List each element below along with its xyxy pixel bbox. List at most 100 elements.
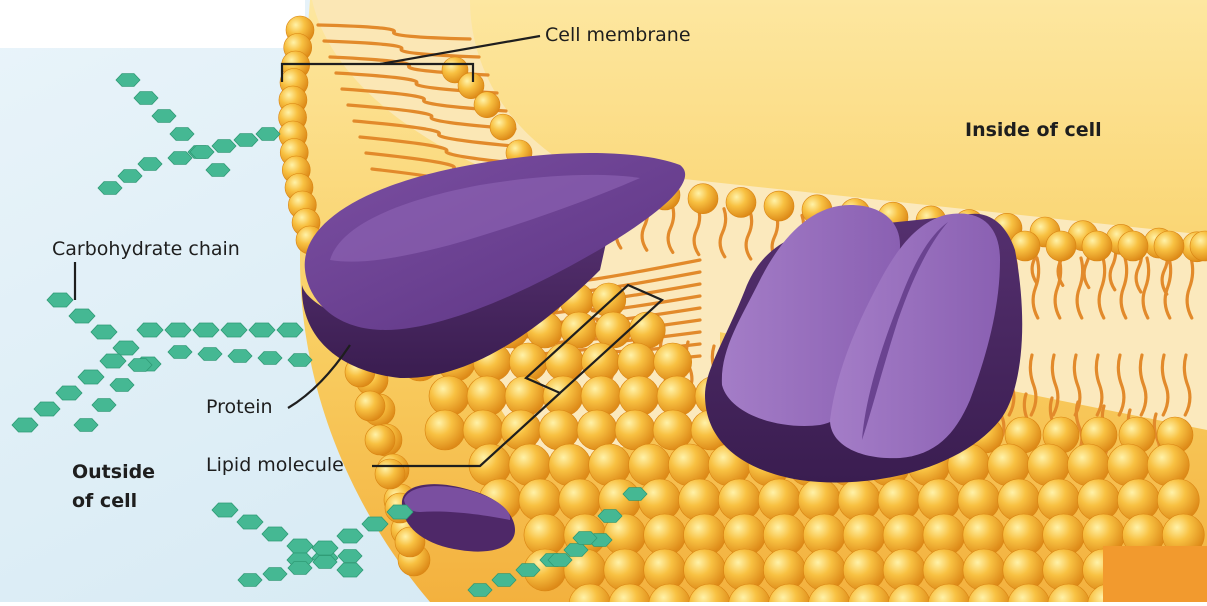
white-corner — [0, 0, 305, 48]
lipid-leader — [372, 392, 561, 468]
phospholipid-head — [1117, 230, 1149, 262]
carbohydrate-sugar — [361, 516, 389, 532]
carbohydrate-sugar — [262, 567, 288, 581]
cell-membrane-leader — [379, 34, 541, 66]
carbohydrate-sugar — [197, 347, 223, 361]
carbohydrate-sugar — [127, 358, 153, 372]
phospholipid-head — [628, 311, 666, 349]
carbohydrate-sugar — [136, 322, 164, 338]
carbohydrate-sugar — [205, 163, 231, 177]
phospholipid-head — [580, 375, 622, 417]
carbohydrate-sugar — [386, 504, 414, 520]
carbohydrate-sugar — [211, 139, 237, 153]
carbohydrate-sugar — [73, 418, 99, 432]
phospholipid-head — [581, 342, 620, 382]
carbohydrate-sugar — [137, 157, 163, 171]
protein-left-side — [301, 225, 610, 379]
carbohydrate-chain-label: Carbohydrate chain — [52, 238, 240, 260]
phospholipid-head — [618, 375, 660, 417]
carbohydrate-sugar — [164, 322, 192, 338]
phospholipid-head — [545, 342, 584, 382]
lipid-molecule-label: Lipid molecule — [206, 454, 344, 476]
lipid-tail — [1182, 353, 1192, 417]
carbohydrate-sugar — [211, 502, 239, 518]
lipid-tail — [1097, 256, 1107, 320]
lipid-tail — [1119, 256, 1129, 320]
protein-leader — [287, 344, 351, 409]
lipid-tail — [1031, 256, 1041, 320]
carbohydrate-sugar — [115, 73, 141, 87]
carbohydrate-sugar — [336, 562, 364, 578]
carbohydrate-sugar — [55, 385, 83, 401]
lipid-tail — [718, 207, 728, 259]
lipid-tail — [316, 23, 472, 41]
lipid-tail — [1075, 256, 1085, 320]
outside-of-cell-label: Outside of cell — [72, 458, 155, 516]
lipid-tail — [358, 135, 535, 167]
carbohydrate-sugar — [46, 292, 74, 308]
lipid-tail — [1141, 256, 1151, 320]
leader-lines — [73, 34, 664, 468]
phospholipid-head — [617, 342, 656, 382]
cell-membrane-label: Cell membrane — [545, 24, 691, 46]
phospholipid-head — [1153, 230, 1185, 262]
carbohydrate-sugar — [169, 127, 195, 141]
lipid-tail — [744, 209, 754, 261]
phospholipid-head — [1189, 230, 1207, 262]
phospholipid-head — [364, 424, 396, 456]
protein-label: Protein — [206, 396, 273, 418]
carbohydrate-chains — [11, 73, 648, 597]
carbohydrate-sugar — [11, 417, 39, 433]
phospholipid-head — [504, 375, 546, 417]
phospholipid-head — [725, 187, 757, 218]
carbohydrate-sugar — [337, 549, 363, 563]
cell-membrane-bracket — [280, 62, 475, 82]
lipid-tail — [334, 71, 499, 95]
lipid-tail — [1053, 256, 1063, 320]
phospholipid-head — [1045, 230, 1077, 262]
lipid-tail — [1116, 353, 1126, 417]
carbohydrate-sugar — [68, 308, 96, 324]
lipid-tail — [1094, 353, 1104, 417]
carbohydrate-sugar — [192, 322, 220, 338]
carbohydrate-sugar — [276, 322, 304, 338]
protein-small — [401, 484, 515, 552]
carbohydrate-sugar — [151, 109, 177, 123]
phospholipid-head — [763, 190, 795, 222]
carbohydrate-sugar — [220, 322, 248, 338]
phospholipid-head — [428, 375, 470, 417]
carbohydrate-sugar — [77, 369, 105, 385]
orange-corner-block — [1103, 546, 1207, 602]
carbohydrate-sugar — [167, 345, 193, 359]
protein-small-top — [404, 486, 511, 520]
lipid-tail — [692, 205, 702, 257]
phospholipid-head — [653, 342, 693, 382]
carbohydrate-sugar — [167, 151, 193, 165]
carbohydrate-sugar — [336, 528, 364, 544]
phospholipid-head — [489, 113, 517, 141]
phospholipid-head — [394, 526, 426, 558]
carbohydrate-sugar — [112, 340, 140, 356]
lipid-tail — [1072, 353, 1082, 417]
lipid-tail — [340, 87, 508, 113]
carbohydrate-sugar — [491, 573, 517, 587]
outside-of-cell-line1: Outside — [72, 461, 156, 483]
carbohydrate-sugar — [227, 349, 253, 363]
protein-left — [301, 152, 686, 379]
lipid-tail — [346, 103, 517, 131]
carbohydrate-sugar — [90, 324, 118, 340]
carbohydrate-sugar — [515, 563, 541, 577]
protein-right — [705, 205, 1023, 483]
phospholipid-head — [424, 409, 466, 451]
inside-of-cell-label: Inside of cell — [965, 119, 1102, 141]
outside-of-cell-line2: of cell — [72, 490, 138, 512]
lipid-tail — [352, 119, 526, 149]
carbohydrate-sugar — [97, 181, 123, 195]
carbohydrate-sugar — [99, 353, 127, 369]
lipid-tail — [666, 202, 676, 254]
carbohydrate-sugar — [233, 133, 259, 147]
phospholipid-head — [462, 409, 504, 451]
carbohydrate-sugar — [311, 540, 339, 556]
carbohydrate-sugar — [547, 553, 573, 567]
